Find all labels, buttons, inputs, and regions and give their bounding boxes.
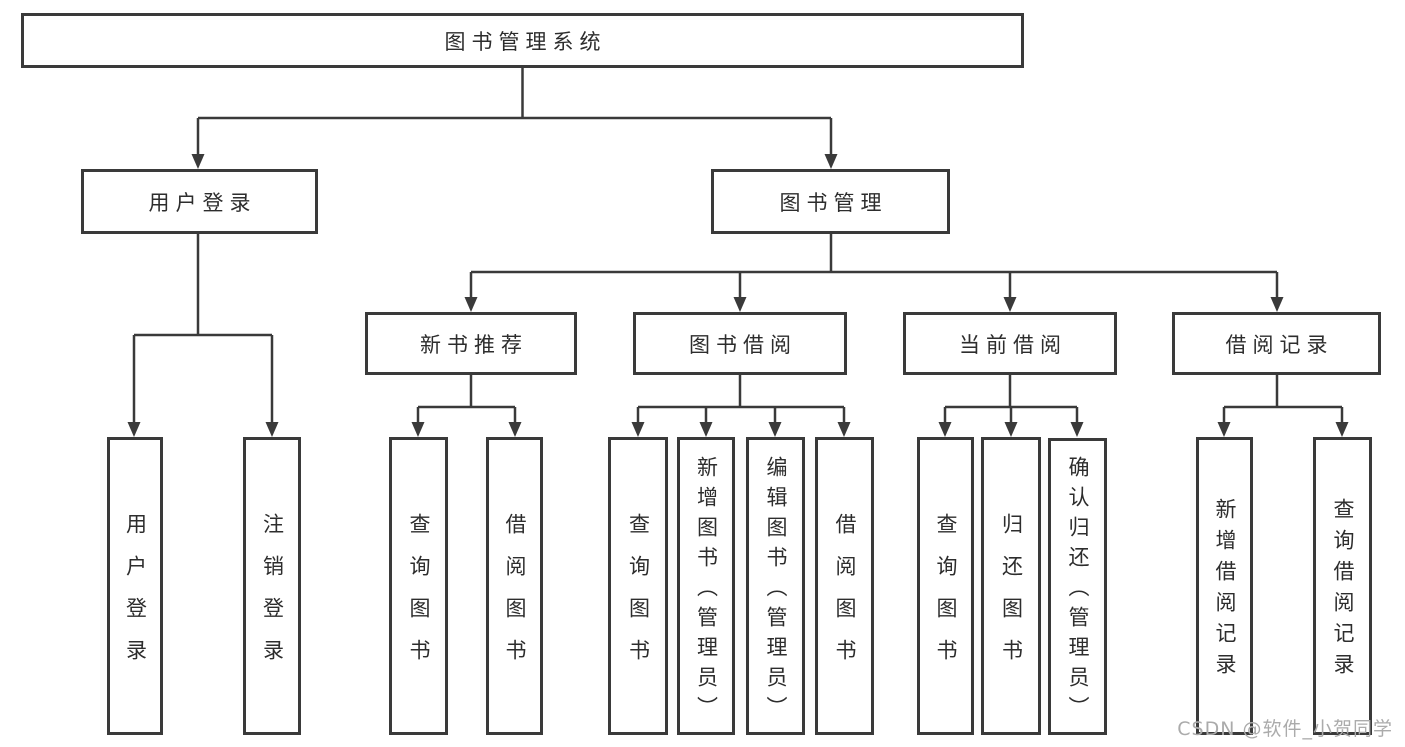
node-label: 编辑图书（管理员） xyxy=(764,455,788,726)
node-label: 图书借阅 xyxy=(689,332,797,357)
arrowhead-icons xyxy=(127,154,1349,437)
node-query-books-current: 查询图书 xyxy=(917,437,974,735)
node-query-books-recommend: 查询图书 xyxy=(389,437,448,735)
node-label: 新增图书（管理员） xyxy=(694,455,719,726)
node-label: 用户登录 xyxy=(123,512,148,681)
node-return-books: 归还图书 xyxy=(981,437,1041,735)
node-label: 图书管理系统 xyxy=(444,29,607,54)
node-label: 查询借阅记录 xyxy=(1331,498,1355,684)
node-user-login: 用户登录 xyxy=(81,169,318,234)
node-borrowing-records: 借阅记录 xyxy=(1172,312,1381,375)
node-add-borrow-record: 新增借阅记录 xyxy=(1196,437,1253,735)
node-new-book-recommendation: 新书推荐 xyxy=(365,312,577,375)
node-confirm-return-admin: 确认归还（管理员） xyxy=(1048,438,1107,735)
node-label: 查询图书 xyxy=(407,512,431,681)
node-query-books-borrowing: 查询图书 xyxy=(608,437,668,735)
node-label: 查询图书 xyxy=(934,512,958,681)
node-label: 归还图书 xyxy=(999,512,1024,681)
node-label: 借阅记录 xyxy=(1225,332,1334,357)
watermark: CSDN @软件_小贺同学 xyxy=(1177,718,1393,740)
node-label: 新书推荐 xyxy=(420,332,528,357)
node-borrow-books-borrowing: 借阅图书 xyxy=(815,437,874,735)
node-label: 用户登录 xyxy=(148,190,257,215)
node-label: 确认归还（管理员） xyxy=(1066,456,1090,726)
node-label: 当前借阅 xyxy=(959,332,1067,357)
node-label: 查询图书 xyxy=(626,512,651,681)
node-book-management: 图书管理 xyxy=(711,169,950,234)
node-user-login-action: 用户登录 xyxy=(107,437,163,735)
node-edit-books-admin: 编辑图书（管理员） xyxy=(746,437,805,735)
node-label: 借阅图书 xyxy=(503,512,527,681)
node-current-borrowing: 当前借阅 xyxy=(903,312,1117,375)
node-label: 注销登录 xyxy=(260,512,285,681)
node-query-borrow-record: 查询借阅记录 xyxy=(1313,437,1372,735)
node-logout-action: 注销登录 xyxy=(243,437,301,735)
node-label: 新增借阅记录 xyxy=(1213,498,1237,684)
node-add-books-admin: 新增图书（管理员） xyxy=(677,437,735,735)
node-book-borrowing: 图书借阅 xyxy=(633,312,847,375)
node-borrow-books-recommend: 借阅图书 xyxy=(486,437,543,735)
node-library-system: 图书管理系统 xyxy=(21,13,1024,68)
node-label: 借阅图书 xyxy=(833,512,857,681)
node-label: 图书管理 xyxy=(779,190,888,215)
